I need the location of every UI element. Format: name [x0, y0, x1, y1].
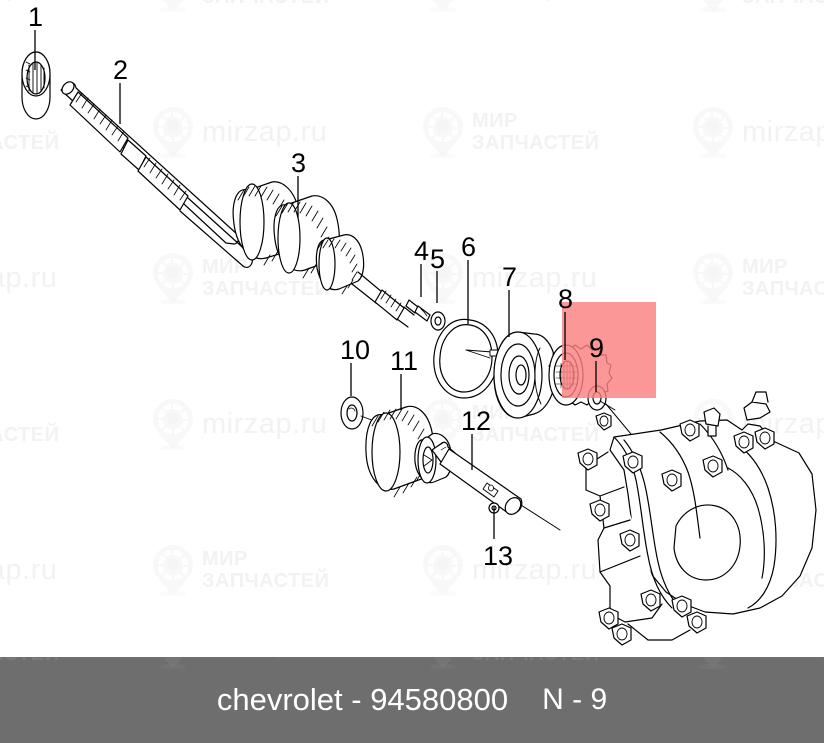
part-3-mainshaft-gear-cluster — [232, 181, 415, 328]
housing-bolt — [661, 469, 682, 492]
callout-number: 12 — [461, 406, 491, 436]
footer-bar: МИРЗАПЧАСТЕЙmirzap.ruМИРЗАПЧАСТЕЙmirzap.… — [0, 657, 824, 743]
callout-9: 9 — [589, 333, 604, 392]
part-6-snap-ring — [433, 318, 500, 399]
callout-number: 9 — [589, 333, 604, 363]
callout-10: 10 — [340, 335, 370, 396]
callout-4: 4 — [414, 236, 429, 297]
callout-number: 3 — [291, 148, 306, 178]
housing-bolt — [622, 451, 643, 474]
housing-bolt — [733, 431, 754, 454]
callout-13: 13 — [483, 507, 513, 571]
housing-bolt — [577, 448, 598, 471]
callout-6: 6 — [461, 232, 476, 324]
callout-number: 11 — [390, 346, 418, 376]
housing-bolt — [686, 611, 707, 634]
page-number-label: N - 9 — [542, 683, 608, 716]
callout-5: 5 — [430, 244, 445, 303]
callout-number: 4 — [414, 236, 429, 266]
housing-bolt — [640, 589, 661, 612]
callout-8: 8 — [558, 284, 573, 360]
callout-3: 3 — [291, 148, 306, 218]
part-7-ball-bearing — [493, 331, 557, 419]
callout-number: 6 — [461, 232, 476, 262]
part-5-washer — [430, 311, 446, 331]
housing-bolt — [589, 499, 610, 522]
callout-2: 2 — [113, 55, 128, 124]
callout-7: 7 — [502, 262, 517, 337]
callout-number: 13 — [483, 541, 513, 571]
callout-1: 1 — [28, 2, 43, 70]
callout-number: 8 — [558, 284, 573, 314]
housing-bolt — [754, 427, 775, 450]
housing-bolt — [619, 529, 640, 552]
part-10-washer — [340, 396, 383, 430]
housing-bolt — [702, 455, 723, 478]
callout-number: 10 — [340, 335, 370, 365]
callout-12: 12 — [461, 406, 491, 470]
part-12-idler-shaft — [431, 441, 561, 531]
housing-stud — [595, 412, 612, 431]
callout-number: 5 — [430, 244, 445, 274]
part-1-needle-bearing — [21, 51, 51, 120]
housing-bolt — [598, 607, 619, 630]
transmission-housing — [577, 391, 817, 646]
callout-11: 11 — [390, 346, 418, 410]
housing-bolt — [611, 623, 632, 646]
part-2-input-shaft — [60, 81, 254, 269]
callout-number: 2 — [113, 55, 128, 85]
part-4-bolt — [405, 299, 431, 322]
callout-number: 7 — [502, 262, 517, 292]
housing-bolt — [671, 595, 692, 618]
part-number-label: chevrolet - 94580800 — [216, 682, 509, 717]
callout-number: 1 — [28, 2, 43, 32]
